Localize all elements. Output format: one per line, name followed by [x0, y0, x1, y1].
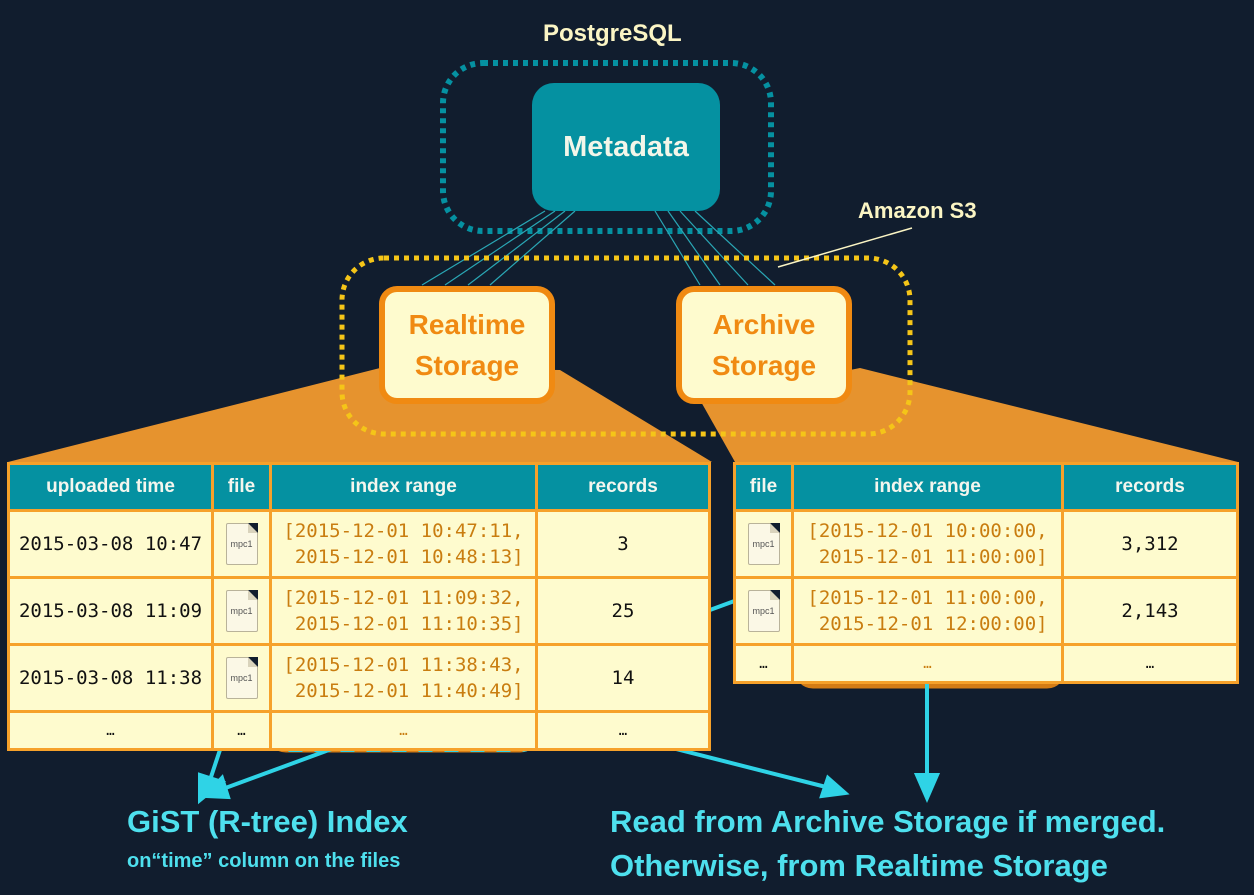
index-range-cell: [2015-12-01 11:38:43, 2015-12-01 11:40:4… — [269, 643, 538, 713]
file-icon: mpc1 — [225, 523, 258, 565]
gist-caption-title: GiST (R-tree) Index — [127, 804, 408, 839]
uploaded-time-cell: 2015-03-08 10:47 — [7, 509, 214, 579]
uploaded-time-cell: 2015-03-08 11:38 — [7, 643, 214, 713]
index-range-cell: [2015-12-01 11:00:00, 2015-12-01 12:00:0… — [791, 576, 1064, 646]
file-cell: mpc1 — [211, 576, 272, 646]
index-range-cell: [2015-12-01 10:00:00, 2015-12-01 11:00:0… — [791, 509, 1064, 579]
amazon-s3-boundary — [339, 255, 913, 437]
realtime-storage-line2: Storage — [414, 350, 520, 381]
amazon-s3-label: Amazon S3 — [858, 198, 977, 223]
ellipsis-cell: … — [7, 710, 214, 751]
archive-storage-line2: Storage — [711, 350, 817, 381]
ellipsis-cell: … — [1061, 643, 1239, 684]
read-caption-line2: Otherwise, from Realtime Storage — [610, 848, 1108, 883]
realtime-table: uploaded time file index range records 2… — [7, 462, 711, 751]
column-header: file — [733, 462, 794, 512]
column-header: records — [1061, 462, 1239, 512]
index-range-cell: [2015-12-01 11:09:32, 2015-12-01 11:10:3… — [269, 576, 538, 646]
records-cell: 14 — [535, 643, 711, 713]
column-header: index range — [791, 462, 1064, 512]
file-cell: mpc1 — [733, 509, 794, 579]
records-cell: 3,312 — [1061, 509, 1239, 579]
records-cell: 25 — [535, 576, 711, 646]
file-cell: mpc1 — [211, 643, 272, 713]
file-cell: mpc1 — [211, 509, 272, 579]
read-caption-line1: Read from Archive Storage if merged. — [610, 804, 1166, 839]
file-icon: mpc1 — [747, 590, 780, 632]
column-header: uploaded time — [7, 462, 214, 512]
ellipsis-cell: … — [211, 710, 272, 751]
file-icon: mpc1 — [747, 523, 780, 565]
table-row: … … … … — [7, 710, 711, 751]
table-header: uploaded time file index range records — [7, 462, 711, 512]
file-icon: mpc1 — [225, 657, 258, 699]
table-row: mpc1 [2015-12-01 10:00:00, 2015-12-01 11… — [733, 509, 1239, 579]
index-range-cell: [2015-12-01 10:47:11, 2015-12-01 10:48:1… — [269, 509, 538, 579]
file-cell: mpc1 — [733, 576, 794, 646]
file-icon: mpc1 — [225, 590, 258, 632]
ellipsis-cell: … — [535, 710, 711, 751]
records-cell: 2,143 — [1061, 576, 1239, 646]
metadata-links — [421, 210, 776, 286]
records-cell: 3 — [535, 509, 711, 579]
table-row: … … … — [733, 643, 1239, 684]
uploaded-time-cell: 2015-03-08 11:09 — [7, 576, 214, 646]
archive-storage-line1: Archive — [712, 309, 816, 340]
archive-table: file index range records mpc1 [2015-12-0… — [733, 462, 1239, 684]
realtime-fan — [8, 368, 712, 462]
realtime-storage-line1: Realtime — [408, 309, 526, 340]
table-header: file index range records — [733, 462, 1239, 512]
ellipsis-cell: … — [269, 710, 538, 751]
table-row: 2015-03-08 10:47 mpc1 [2015-12-01 10:47:… — [7, 509, 711, 579]
column-header: file — [211, 462, 272, 512]
s3-label-pointer — [777, 227, 913, 268]
column-header: index range — [269, 462, 538, 512]
postgresql-label: PostgreSQL — [543, 20, 682, 47]
ellipsis-cell: … — [733, 643, 794, 684]
gist-caption-sub: on“time” column on the files — [127, 850, 401, 872]
postgresql-boundary — [440, 60, 774, 234]
table-row: 2015-03-08 11:09 mpc1 [2015-12-01 11:09:… — [7, 576, 711, 646]
column-header: records — [535, 462, 711, 512]
table-row: mpc1 [2015-12-01 11:00:00, 2015-12-01 12… — [733, 576, 1239, 646]
ellipsis-cell: … — [791, 643, 1064, 684]
table-row: 2015-03-08 11:38 mpc1 [2015-12-01 11:38:… — [7, 643, 711, 713]
metadata-node: Metadata — [532, 83, 720, 211]
